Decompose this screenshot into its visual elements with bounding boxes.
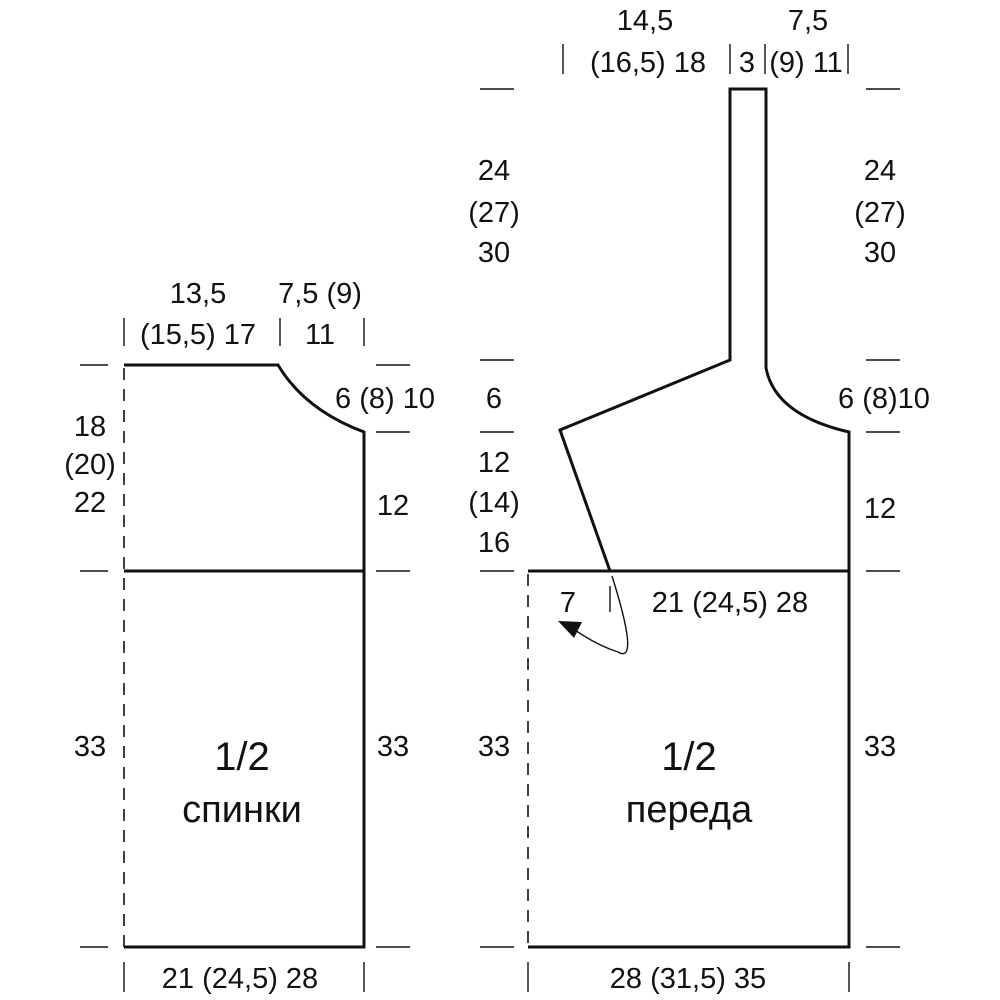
front-lower-right: 33	[864, 731, 896, 763]
front-strap-height-right-line1: 24	[864, 155, 896, 187]
front-title-word: переда	[626, 789, 753, 831]
back-armhole-left-line1: 18	[74, 411, 106, 443]
front-top-right-line1: 7,5	[788, 5, 828, 37]
front-horizontal-ticks	[480, 88, 900, 948]
back-neck-width-line2: 11	[305, 319, 335, 351]
front-strap-height-left-line3: 30	[478, 237, 510, 269]
back-horizontal-ticks	[80, 364, 410, 948]
front-shoulder-left: 6	[486, 383, 502, 415]
front-neck-depth-right: 6 (8)10	[838, 383, 930, 415]
front-bottom-width: 28 (31,5) 35	[610, 963, 766, 995]
back-title-word: спинки	[182, 789, 302, 831]
front-strap-height-right-line2: (27)	[854, 197, 906, 229]
front-title-fraction: 1/2	[661, 735, 717, 779]
front-strap-height-left-line2: (27)	[468, 197, 520, 229]
overlap-arrowhead	[558, 621, 582, 638]
back-top-width-line2: (15,5) 17	[140, 319, 256, 351]
front-lower-left: 33	[478, 731, 510, 763]
front-top-left-line1: 14,5	[617, 5, 673, 37]
back-top-width-line1: 13,5	[170, 278, 226, 310]
front-overlap: 7	[560, 587, 576, 619]
back-outline	[124, 363, 366, 949]
front-strap-height-right-line3: 30	[864, 237, 896, 269]
front-strap-height-left-line1: 24	[478, 155, 510, 187]
back-piece: 13,5 (15,5) 17 7,5 (9) 11 6 (8) 10 18 (2…	[64, 278, 435, 995]
back-armhole-left-line3: 22	[74, 487, 106, 519]
front-piece: 14,5 (16,5) 18 3 7,5 (9) 11 24 (27) 30 2…	[468, 5, 930, 995]
overlap-arrow	[571, 575, 629, 655]
front-vertical-ticks	[527, 44, 850, 992]
front-waist-width: 21 (24,5) 28	[652, 587, 808, 619]
back-neck-depth: 6 (8) 10	[335, 383, 435, 415]
front-armhole-left-line1: 12	[478, 447, 510, 479]
front-armhole-left-line3: 16	[478, 527, 510, 559]
back-lower-right: 33	[377, 731, 409, 763]
front-armhole-right: 12	[864, 493, 896, 525]
back-armhole-left-line2: (20)	[64, 449, 116, 481]
front-strap-width: 3	[739, 47, 755, 79]
back-neck-width-line1: 7,5 (9)	[278, 278, 362, 310]
front-armhole-left-line2: (14)	[468, 487, 520, 519]
back-lower-left: 33	[74, 731, 106, 763]
front-top-right-line2: (9) 11	[769, 47, 843, 79]
front-top-left-line2: (16,5) 18	[590, 47, 706, 79]
front-outline	[528, 87, 851, 949]
back-title-fraction: 1/2	[214, 735, 270, 779]
back-armhole-right: 12	[377, 490, 409, 522]
back-vertical-ticks	[123, 318, 365, 992]
back-bottom-width: 21 (24,5) 28	[162, 963, 318, 995]
